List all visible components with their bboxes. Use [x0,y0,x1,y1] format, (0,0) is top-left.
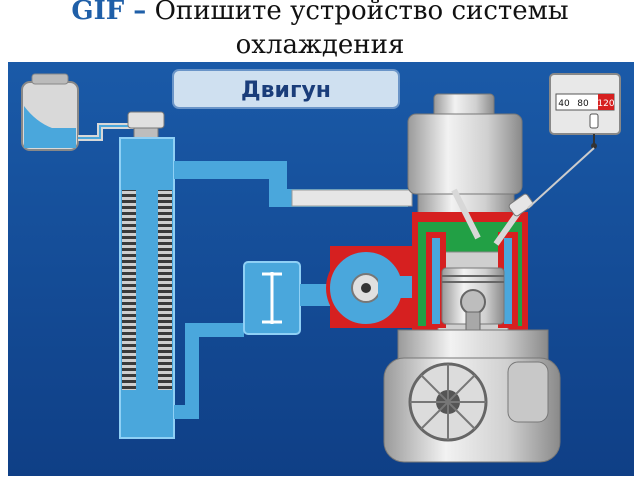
engine-label-box: Двигун [172,69,400,109]
slide-title: GIF – Опишите устройство системы [0,0,640,28]
crankcase [383,329,561,463]
expansion-tank [21,73,79,151]
slide-title-line2: охлаждения [235,30,405,60]
valve-train [451,188,534,246]
thermostat-pipe [291,189,413,207]
radiator [119,137,175,439]
title-prefix: GIF – [71,0,147,26]
radiator-cap [127,111,165,139]
gauge-sensor-wire [527,147,595,209]
piston [441,267,505,357]
engine-label: Двигун [241,78,331,103]
gauge-tick-80: 80 [577,99,589,109]
cooling-diagram-svg: Двигун [8,62,634,476]
temperature-gauge: 40 80 120 [549,73,621,149]
title-main: Опишите устройство системы [154,0,569,26]
thermostat-housing [243,261,301,335]
engine-upper-housing [407,93,523,215]
gauge-tick-120: 120 [597,99,614,109]
slide-header: GIF – Опишите устройство системы охлажде… [0,0,640,62]
gauge-tick-40: 40 [558,99,570,109]
overflow-hose-fluid [78,125,138,139]
cooling-system-diagram: Двигун [8,62,634,476]
lower-hose [174,323,244,419]
